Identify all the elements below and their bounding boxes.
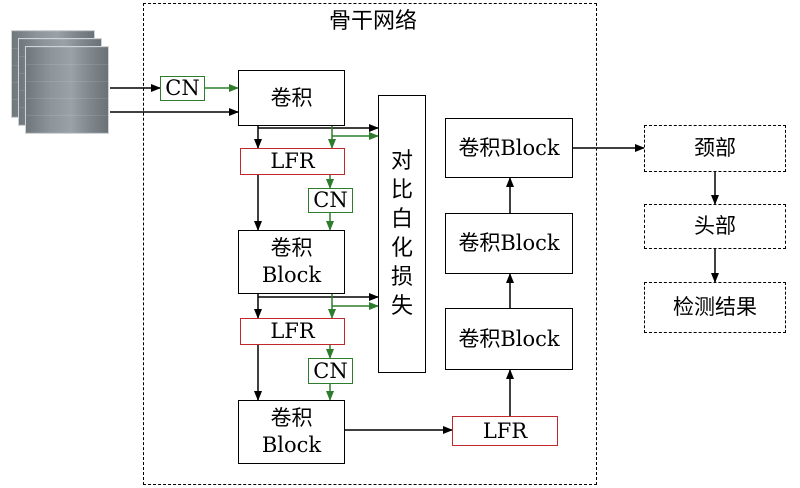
cn-node: CN [308, 188, 353, 213]
conv-block-node: 卷积 Block [238, 400, 345, 464]
loss-char: 失 [390, 294, 413, 319]
loss-char: 损 [390, 265, 413, 290]
conv-node: 卷积 [238, 70, 345, 126]
lfr-node: LFR [240, 148, 345, 175]
lfr-node: LFR [240, 318, 345, 345]
conv-block-node: 卷积Block [445, 118, 573, 178]
cn-node: CN [308, 358, 353, 384]
loss-char: 化 [390, 236, 413, 261]
loss-char: 比 [390, 178, 413, 203]
conv-block-node: 卷积Block [445, 308, 573, 370]
conv-block-label: Block [261, 433, 322, 457]
cn-node: CN [160, 76, 205, 101]
contrastive-whitening-loss-node: 对 比 白 化 损 失 [378, 95, 426, 373]
conv-block-node: 卷积 Block [238, 230, 345, 294]
conv-block-label: Block [261, 263, 322, 287]
detection-result-node: 检测结果 [644, 282, 786, 333]
backbone-frame [143, 3, 597, 485]
backbone-title: 骨干网络 [318, 7, 428, 37]
conv-block-node: 卷积Block [445, 213, 573, 274]
loss-char: 白 [390, 207, 413, 232]
conv-block-label: 卷积 [270, 406, 313, 430]
conv-block-label: 卷积 [270, 236, 313, 260]
neck-node: 颈部 [644, 125, 786, 172]
lfr-node: LFR [452, 416, 558, 446]
input-image [25, 46, 109, 134]
head-node: 头部 [644, 204, 786, 249]
loss-char: 对 [390, 149, 413, 174]
